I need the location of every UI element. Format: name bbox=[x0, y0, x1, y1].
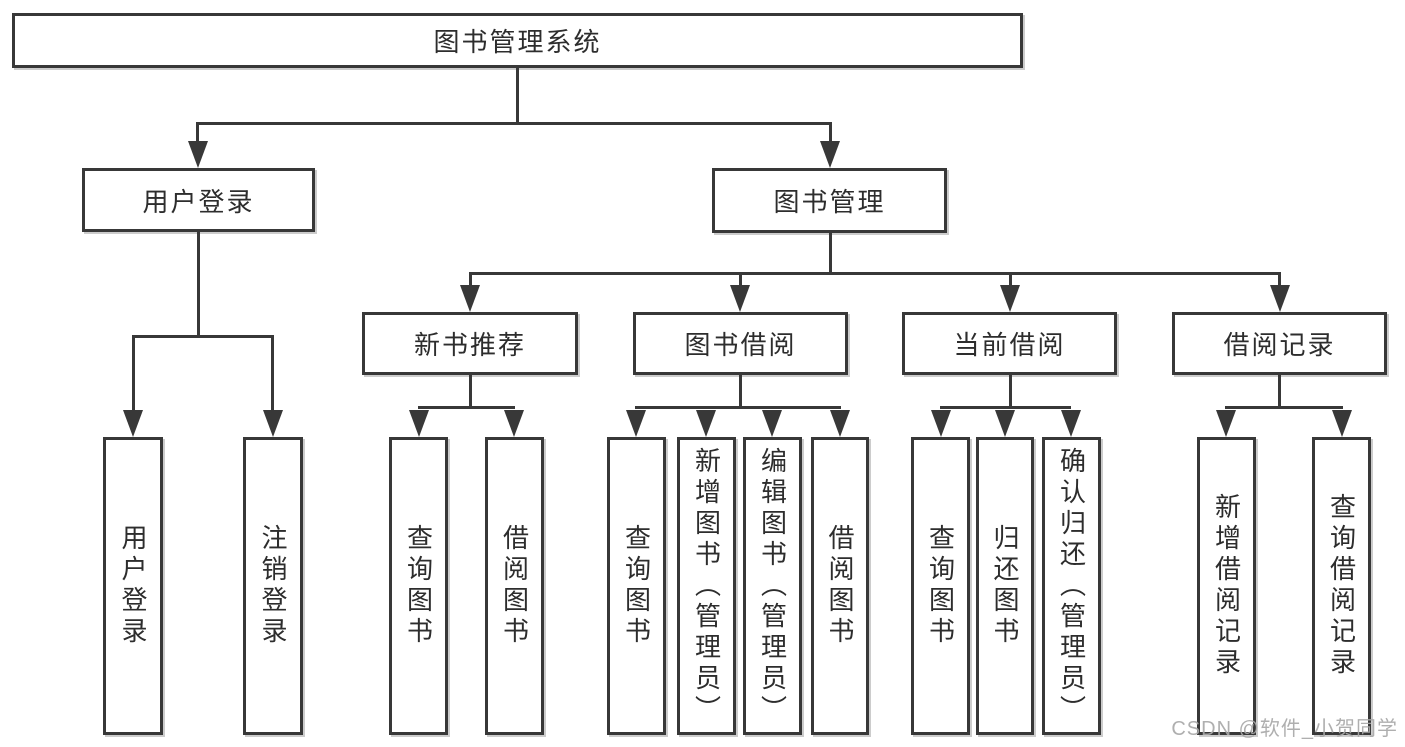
leaf-return-book-label: 归还图书 bbox=[990, 524, 1020, 648]
connector-line bbox=[940, 406, 1071, 409]
node-user-login: 用户登录 bbox=[82, 168, 315, 232]
node-book-borrow-label: 图书借阅 bbox=[684, 330, 797, 360]
connector-line bbox=[132, 335, 274, 338]
leaf-edit-book-admin: 编辑图书（管理员） bbox=[743, 437, 802, 735]
leaf-query-book-3-label: 查询图书 bbox=[925, 524, 956, 648]
leaf-borrow-book-1: 借阅图书 bbox=[485, 437, 544, 735]
connector-line bbox=[1278, 272, 1281, 288]
connector-arrowhead bbox=[995, 410, 1015, 437]
connector-arrowhead bbox=[1332, 410, 1352, 437]
leaf-borrow-book-2-label: 借阅图书 bbox=[825, 524, 855, 648]
connector-line bbox=[516, 68, 519, 122]
connector-line bbox=[635, 406, 841, 409]
leaf-query-book-3: 查询图书 bbox=[911, 437, 970, 735]
connector-line bbox=[739, 375, 742, 406]
connector-arrowhead bbox=[931, 410, 951, 437]
leaf-query-book-1: 查询图书 bbox=[389, 437, 448, 735]
node-root: 图书管理系统 bbox=[12, 13, 1023, 68]
node-borrow-records-label: 借阅记录 bbox=[1223, 330, 1336, 360]
connector-arrowhead bbox=[409, 410, 429, 437]
connector-arrowhead bbox=[188, 141, 208, 168]
leaf-add-book-admin-label: 新增图书（管理员） bbox=[691, 446, 722, 726]
node-current-borrow: 当前借阅 bbox=[902, 312, 1117, 375]
leaf-add-book-admin: 新增图书（管理员） bbox=[677, 437, 736, 735]
node-book-management-label: 图书管理 bbox=[773, 187, 886, 217]
connector-line bbox=[197, 122, 831, 125]
leaf-add-borrow-record-label: 新增借阅记录 bbox=[1211, 493, 1242, 679]
connector-line bbox=[1009, 272, 1012, 288]
leaf-query-borrow-record: 查询借阅记录 bbox=[1312, 437, 1371, 735]
connector-arrowhead bbox=[626, 410, 646, 437]
connector-line bbox=[132, 335, 135, 413]
leaf-query-book-1-label: 查询图书 bbox=[403, 524, 434, 648]
connector-line bbox=[197, 232, 200, 335]
connector-line bbox=[1009, 375, 1012, 406]
node-book-management: 图书管理 bbox=[712, 168, 947, 233]
connector-arrowhead bbox=[263, 410, 283, 437]
connector-arrowhead bbox=[696, 410, 716, 437]
connector-arrowhead bbox=[1000, 285, 1020, 312]
leaf-borrow-book-2: 借阅图书 bbox=[811, 437, 869, 735]
leaf-confirm-return-admin: 确认归还（管理员） bbox=[1042, 437, 1101, 735]
node-user-login-label: 用户登录 bbox=[142, 186, 255, 217]
leaf-query-borrow-record-label: 查询借阅记录 bbox=[1326, 493, 1357, 679]
leaf-query-book-2: 查询图书 bbox=[607, 437, 666, 735]
connector-arrowhead bbox=[830, 410, 850, 437]
connector-arrowhead bbox=[1216, 410, 1236, 437]
connector-line bbox=[271, 335, 274, 413]
node-new-book-recommend: 新书推荐 bbox=[362, 312, 578, 375]
connector-arrowhead bbox=[1061, 410, 1081, 437]
connector-line bbox=[418, 406, 515, 409]
connector-arrowhead bbox=[730, 285, 750, 312]
connector-line bbox=[469, 375, 472, 406]
connector-arrowhead bbox=[820, 141, 840, 168]
connector-arrowhead bbox=[460, 285, 480, 312]
connector-line bbox=[1225, 406, 1343, 409]
connector-line bbox=[739, 272, 742, 288]
leaf-add-borrow-record: 新增借阅记录 bbox=[1197, 437, 1256, 735]
leaf-edit-book-admin-label: 编辑图书（管理员） bbox=[757, 446, 788, 726]
connector-line bbox=[829, 232, 832, 272]
leaf-borrow-book-1-label: 借阅图书 bbox=[499, 524, 530, 648]
node-current-borrow-label: 当前借阅 bbox=[953, 330, 1066, 360]
leaf-query-book-2-label: 查询图书 bbox=[621, 524, 652, 648]
node-new-book-recommend-label: 新书推荐 bbox=[413, 330, 526, 360]
connector-line bbox=[469, 272, 1281, 275]
connector-line bbox=[1278, 375, 1281, 406]
csdn-watermark: CSDN @软件_小贺同学 bbox=[1171, 718, 1398, 740]
leaf-logout-label: 注销登录 bbox=[258, 524, 288, 648]
connector-line bbox=[469, 272, 472, 288]
connector-line bbox=[829, 122, 832, 148]
connector-arrowhead bbox=[504, 410, 524, 437]
node-root-label: 图书管理系统 bbox=[433, 27, 602, 57]
node-borrow-records: 借阅记录 bbox=[1172, 312, 1387, 375]
connector-arrowhead bbox=[762, 410, 782, 437]
connector-arrowhead bbox=[123, 410, 143, 437]
leaf-user-login-label: 用户登录 bbox=[118, 524, 148, 648]
leaf-logout: 注销登录 bbox=[243, 437, 303, 735]
connector-arrowhead bbox=[1270, 285, 1290, 312]
connector-line bbox=[196, 122, 199, 148]
node-book-borrow: 图书借阅 bbox=[633, 312, 848, 375]
leaf-confirm-return-admin-label: 确认归还（管理员） bbox=[1056, 446, 1087, 726]
leaf-return-book: 归还图书 bbox=[976, 437, 1034, 735]
leaf-user-login: 用户登录 bbox=[103, 437, 163, 735]
